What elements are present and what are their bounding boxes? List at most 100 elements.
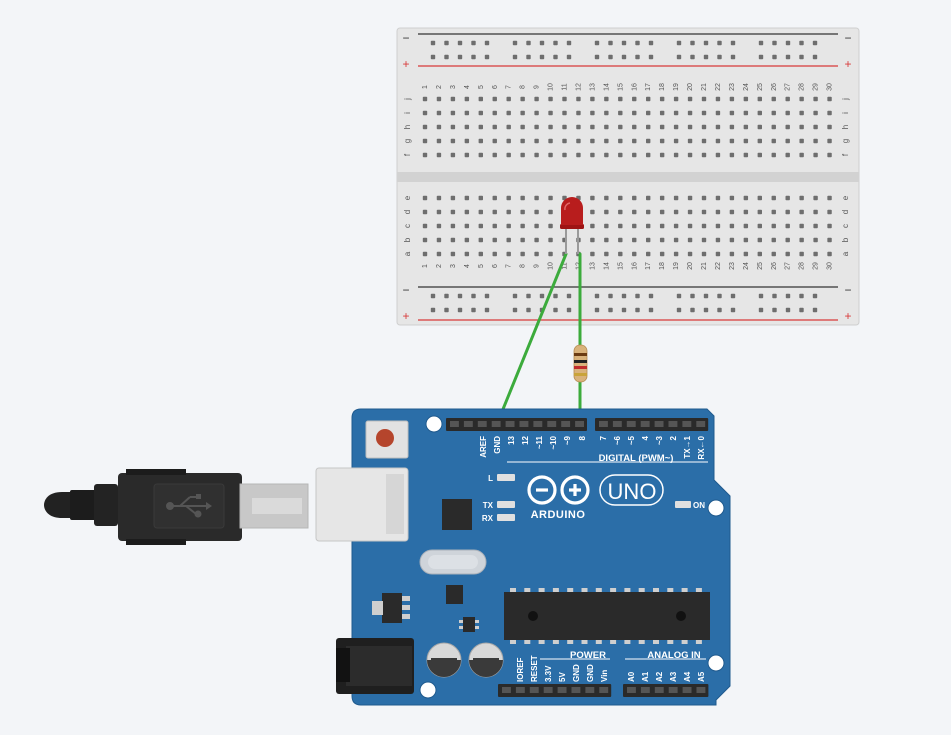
header-pin-socket[interactable] <box>599 687 609 693</box>
terminal-hole[interactable] <box>464 152 470 158</box>
terminal-hole[interactable] <box>534 251 539 257</box>
rail-hole[interactable] <box>717 307 722 313</box>
rail-hole[interactable] <box>566 40 572 46</box>
terminal-hole[interactable] <box>799 138 804 144</box>
terminal-hole[interactable] <box>659 223 665 229</box>
terminal-hole[interactable] <box>659 96 665 102</box>
rail-hole[interactable] <box>730 293 736 299</box>
terminal-hole[interactable] <box>729 152 735 158</box>
terminal-hole[interactable] <box>450 96 456 102</box>
terminal-hole[interactable] <box>478 124 483 130</box>
header-pin-socket[interactable] <box>491 421 501 427</box>
terminal-hole[interactable] <box>757 195 762 201</box>
terminal-hole[interactable] <box>478 251 483 257</box>
terminal-hole[interactable] <box>757 237 762 243</box>
terminal-hole[interactable] <box>492 138 497 144</box>
rail-hole[interactable] <box>676 293 682 299</box>
terminal-hole[interactable] <box>771 251 776 257</box>
terminal-hole[interactable] <box>785 152 790 158</box>
terminal-hole[interactable] <box>590 124 595 130</box>
terminal-hole[interactable] <box>422 124 428 130</box>
terminal-hole[interactable] <box>534 110 539 116</box>
rail-hole[interactable] <box>635 40 640 46</box>
terminal-hole[interactable] <box>450 195 456 201</box>
terminal-hole[interactable] <box>618 152 623 158</box>
terminal-hole[interactable] <box>576 110 581 116</box>
header-pin-socket[interactable] <box>668 421 678 427</box>
rail-hole[interactable] <box>553 307 558 313</box>
rail-hole[interactable] <box>457 307 463 313</box>
terminal-hole[interactable] <box>771 124 776 130</box>
terminal-hole[interactable] <box>492 223 497 229</box>
terminal-hole[interactable] <box>785 195 790 201</box>
terminal-hole[interactable] <box>604 209 609 215</box>
rail-hole[interactable] <box>430 40 436 46</box>
rail-hole[interactable] <box>785 293 791 299</box>
terminal-hole[interactable] <box>422 195 428 201</box>
terminal-hole[interactable] <box>590 251 595 257</box>
terminal-hole[interactable] <box>506 195 511 201</box>
terminal-hole[interactable] <box>478 110 483 116</box>
terminal-hole[interactable] <box>632 251 637 257</box>
terminal-hole[interactable] <box>590 110 595 116</box>
terminal-hole[interactable] <box>687 110 693 116</box>
terminal-hole[interactable] <box>646 251 651 257</box>
wire-led-cathode-to-gnd[interactable] <box>495 252 568 426</box>
rail-hole[interactable] <box>608 40 613 46</box>
terminal-hole[interactable] <box>422 237 428 243</box>
terminal-hole[interactable] <box>729 237 735 243</box>
terminal-hole[interactable] <box>743 251 749 257</box>
terminal-hole[interactable] <box>799 223 804 229</box>
terminal-hole[interactable] <box>827 195 832 201</box>
terminal-hole[interactable] <box>687 138 693 144</box>
resistor[interactable] <box>573 344 588 383</box>
rail-hole[interactable] <box>690 40 695 46</box>
terminal-hole[interactable] <box>436 152 442 158</box>
terminal-hole[interactable] <box>827 251 832 257</box>
terminal-hole[interactable] <box>436 223 442 229</box>
terminal-hole[interactable] <box>618 195 623 201</box>
rail-hole[interactable] <box>471 293 476 299</box>
terminal-hole[interactable] <box>687 96 693 102</box>
terminal-hole[interactable] <box>506 96 511 102</box>
terminal-hole[interactable] <box>548 152 553 158</box>
terminal-hole[interactable] <box>743 96 749 102</box>
terminal-hole[interactable] <box>422 251 428 257</box>
terminal-hole[interactable] <box>632 152 637 158</box>
header-pin-socket[interactable] <box>571 687 581 693</box>
terminal-hole[interactable] <box>520 251 525 257</box>
rail-hole[interactable] <box>703 54 709 60</box>
rail-hole[interactable] <box>785 307 791 313</box>
terminal-hole[interactable] <box>562 96 567 102</box>
terminal-hole[interactable] <box>715 124 721 130</box>
rail-hole[interactable] <box>553 293 558 299</box>
header-pin-socket[interactable] <box>612 421 622 427</box>
reset-button[interactable] <box>365 420 409 459</box>
header-pin-socket[interactable] <box>682 687 692 693</box>
terminal-hole[interactable] <box>715 96 721 102</box>
terminal-hole[interactable] <box>715 251 721 257</box>
rail-hole[interactable] <box>457 54 463 60</box>
rail-hole[interactable] <box>703 307 709 313</box>
terminal-hole[interactable] <box>604 110 609 116</box>
rail-hole[interactable] <box>676 307 682 313</box>
rail-hole[interactable] <box>703 40 709 46</box>
rail-hole[interactable] <box>457 293 463 299</box>
rail-hole[interactable] <box>594 54 600 60</box>
terminal-hole[interactable] <box>701 138 707 144</box>
terminal-hole[interactable] <box>799 124 804 130</box>
terminal-hole[interactable] <box>478 138 483 144</box>
terminal-hole[interactable] <box>743 110 749 116</box>
header-pin-socket[interactable] <box>463 421 473 427</box>
rail-hole[interactable] <box>621 54 627 60</box>
rail-hole[interactable] <box>608 293 613 299</box>
terminal-hole[interactable] <box>548 96 553 102</box>
rail-hole[interactable] <box>812 293 818 299</box>
terminal-hole[interactable] <box>646 209 651 215</box>
terminal-hole[interactable] <box>604 237 609 243</box>
rail-hole[interactable] <box>758 293 764 299</box>
terminal-hole[interactable] <box>520 237 525 243</box>
terminal-hole[interactable] <box>646 110 651 116</box>
terminal-hole[interactable] <box>506 124 511 130</box>
wires[interactable] <box>495 252 582 426</box>
